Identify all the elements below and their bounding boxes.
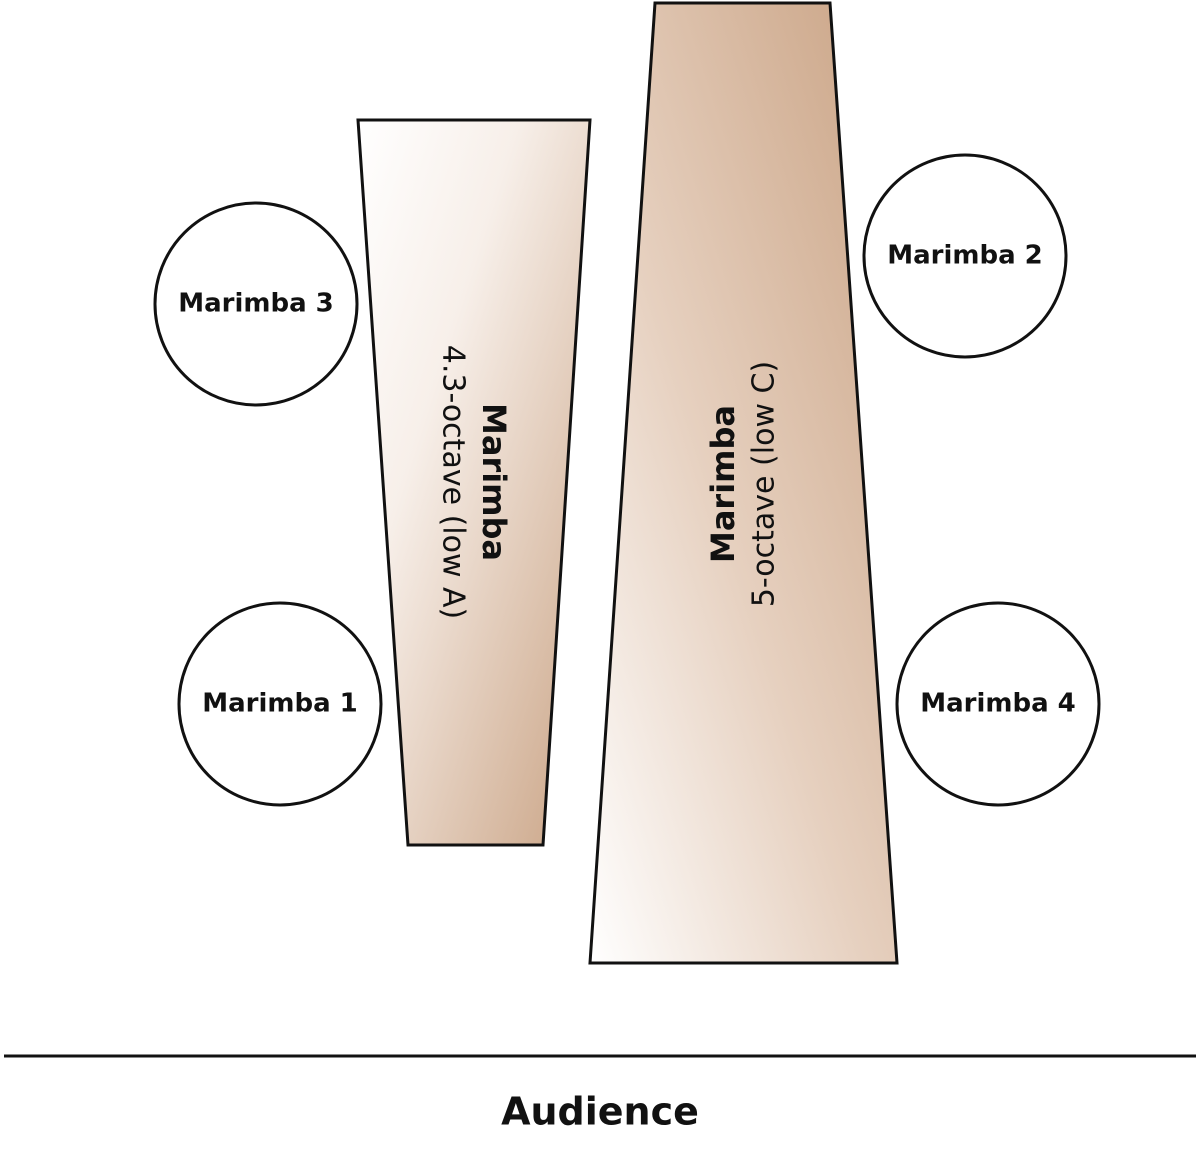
player-marimba-4-circle — [895, 601, 1101, 807]
player-marimba-2: Marimba 2 — [862, 153, 1068, 359]
player-marimba-3-label: Marimba 3 — [178, 289, 334, 319]
player-marimba-2-label: Marimba 2 — [887, 241, 1043, 271]
player-marimba-4-label: Marimba 4 — [920, 689, 1076, 719]
marimba-4-3-octave-subtitle: 4.3-octave (low A) — [436, 345, 471, 620]
marimba-5-octave-title: Marimba — [704, 405, 742, 563]
marimba-5-octave-body — [588, 1, 899, 965]
marimba-5-octave-subtitle: 5-octave (low C) — [747, 361, 782, 607]
player-marimba-4: Marimba 4 — [895, 601, 1101, 807]
player-marimba-1: Marimba 1 — [177, 601, 383, 807]
player-marimba-3: Marimba 3 — [153, 201, 359, 407]
player-marimba-1-label: Marimba 1 — [202, 689, 358, 719]
marimba-4-3-octave: Marimba 4.3-octave (low A) — [356, 118, 592, 847]
marimba-5-octave: Marimba 5-octave (low C) — [588, 1, 899, 965]
audience-label: Audience — [501, 1090, 699, 1134]
marimba-4-3-octave-body — [356, 118, 592, 847]
player-marimba-2-circle — [862, 153, 1068, 359]
player-marimba-3-circle — [153, 201, 359, 407]
player-marimba-1-circle — [177, 601, 383, 807]
marimba-4-3-octave-title: Marimba — [475, 403, 513, 561]
